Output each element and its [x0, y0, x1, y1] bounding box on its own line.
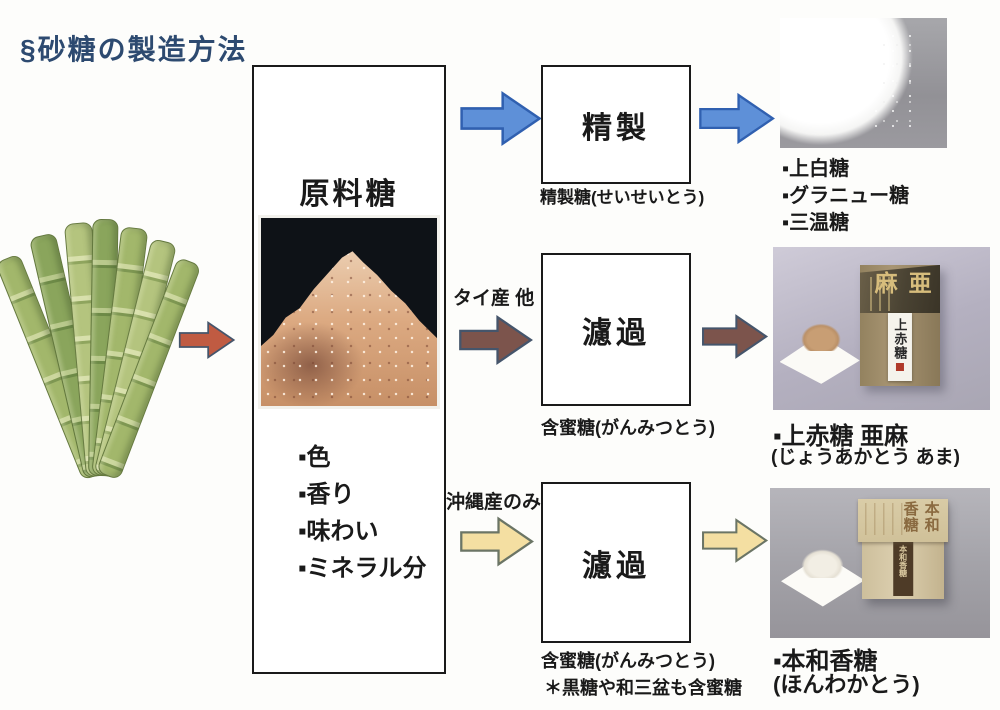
thai-product-reading: (じょうあかとう あま) — [771, 447, 960, 468]
page-title: §砂糖の製造方法 — [20, 34, 248, 65]
bullet-aroma: ▪香り — [298, 481, 355, 508]
flow-arrow-filter-thai-to-product-icon — [702, 314, 769, 359]
flow-arrow-raw-to-filter-okinawa-icon — [460, 516, 534, 567]
okinawa-product-name: ▪本和香糖 — [773, 648, 878, 675]
filter-okinawa-caption: 含蜜糖(がんみつとう) — [541, 651, 715, 671]
bag-front-label: 上赤糖 — [887, 313, 912, 381]
sugar-bag: 本和香糖 本和香糖 — [858, 498, 948, 599]
bullet-taste: ▪味わい — [298, 518, 379, 545]
raw-sugar-box: 原料糖 ▪色 ▪香り ▪味わい ▪ミネラル分 — [252, 65, 446, 674]
raw-sugar-mound — [261, 251, 437, 406]
thai-product-name: ▪上赤糖 亜麻 — [773, 423, 909, 450]
product-granulated: ▪グラニュー糖 — [782, 185, 910, 207]
bullet-minerals: ▪ミネラル分 — [298, 555, 427, 582]
filter-okinawa-process-box: 濾過 — [541, 482, 691, 643]
refine-process-box: 精製 — [541, 65, 691, 184]
joakato-ama-package-photo: 亜麻 上赤糖 — [773, 247, 990, 410]
sugar-cane-photo — [0, 218, 202, 481]
bag-front-label: 本和香糖 — [893, 539, 913, 596]
filter-thai-process-box: 濾過 — [541, 253, 691, 406]
bag-decorative-text-lines — [869, 276, 896, 311]
product-johakuto: ▪上白糖 — [782, 158, 850, 180]
white-sugar-speckles — [871, 31, 922, 135]
filter-thai-caption: 含蜜糖(がんみつとう) — [541, 418, 715, 438]
flow-arrow-filter-okinawa-to-product-icon — [702, 518, 769, 563]
raw-sugar-photo — [258, 215, 440, 409]
filter-okinawa-box-label: 濾過 — [582, 549, 650, 583]
bag-label-text: 本和香糖 — [898, 544, 908, 577]
filter-thai-box-label: 濾過 — [582, 316, 650, 350]
refine-caption: 精製糖(せいせいとう) — [540, 188, 705, 207]
flow-arrow-raw-to-filter-thai-icon — [459, 315, 533, 365]
sugar-bag: 亜麻 上赤糖 — [859, 264, 941, 386]
okinawa-route-label: 沖縄産のみ — [446, 492, 542, 513]
refine-box-label: 精製 — [582, 111, 650, 145]
thai-route-label: タイ産 他 — [453, 288, 535, 309]
flow-arrow-cane-to-raw-icon — [178, 320, 236, 360]
flow-arrow-refine-to-product-icon — [699, 92, 775, 145]
honwakato-package-photo: 本和香糖 本和香糖 — [770, 488, 990, 638]
raw-sugar-heading: 原料糖 — [299, 178, 399, 211]
white-sugar-photo — [780, 18, 947, 148]
bag-top-text: 本和香糖 — [901, 500, 940, 533]
refined-products-list: ▪上白糖 ▪グラニュー糖 ▪三温糖 — [782, 156, 909, 237]
flow-arrow-raw-to-refine-icon — [460, 90, 542, 147]
molasses-note: ＊黒糖や和三盆も含蜜糖 — [544, 678, 742, 698]
raw-sugar-bullet-list: ▪色 ▪香り ▪味わい ▪ミネラル分 — [298, 439, 427, 587]
bag-top-band: 亜麻 — [859, 264, 941, 314]
bullet-color: ▪色 — [298, 444, 331, 471]
product-sanonto: ▪三温糖 — [782, 212, 850, 234]
brown-sugar-mound — [794, 315, 847, 352]
bag-label-text: 上赤糖 — [892, 318, 908, 361]
bag-decorative-text-lines — [865, 502, 906, 536]
bag-top-flap: 本和香糖 — [858, 498, 948, 542]
okinawa-product-reading: (ほんわかとう) — [773, 672, 920, 697]
white-sugar-mound — [796, 542, 850, 578]
bag-top-text: 亜麻 — [871, 270, 932, 296]
red-seal-icon — [895, 363, 904, 372]
